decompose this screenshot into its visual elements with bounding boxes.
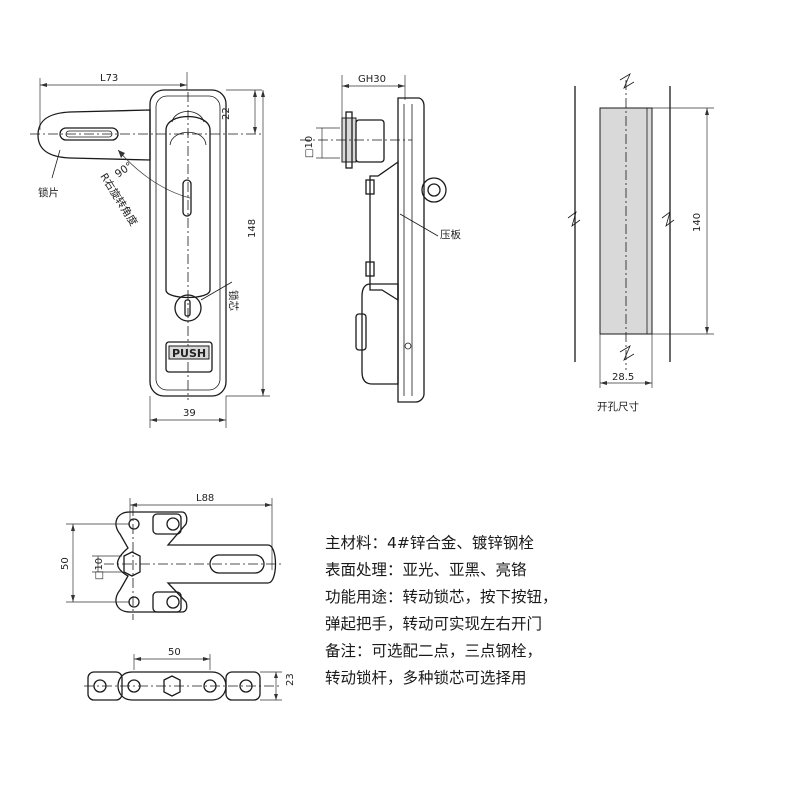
label-cutout: 开孔尺寸 (597, 400, 639, 413)
dim-140: 140 (692, 213, 703, 232)
spec-line-material: 主材料：4#锌合金、镀锌钢栓 (325, 534, 534, 552)
dim-side-square: □10 (304, 136, 315, 158)
spec-line-function: 功能用途：转动锁芯，按下按钮， (325, 588, 558, 606)
dim-28-5: 28.5 (612, 372, 634, 383)
dim-bottom-23: 23 (285, 673, 296, 686)
cutout-view: 140 28.5 开孔尺寸 (567, 73, 714, 413)
spec-line-notes: 备注：可选配二点，三点钢栓， (325, 642, 543, 660)
dim-l88: L88 (196, 493, 214, 504)
dim-l73: L73 (100, 73, 118, 84)
dim-bar-square: □10 (94, 558, 105, 580)
spec-line-notes-cont: 转动锁杆，多种锁芯可选择用 (325, 669, 527, 687)
dim-148: 148 (247, 219, 258, 238)
label-lock-plate: 锁片 (38, 186, 59, 199)
dim-gh30: GH30 (358, 74, 386, 85)
push-label: PUSH (172, 347, 206, 360)
dim-bar-50: 50 (60, 557, 71, 570)
bottom-bar-view: 50 23 (84, 647, 296, 701)
spec-text: 主材料：4#锌合金、镀锌钢栓 表面处理：亚光、亚黑、亮铬 功能用途：转动锁芯，按… (325, 530, 655, 692)
bar-view: L88 50 □10 (60, 493, 284, 620)
dim-22: 22 (221, 107, 232, 120)
angle-90: 90° (113, 160, 135, 181)
dim-39: 39 (183, 408, 196, 419)
side-view: GH30 □10 压板 (300, 74, 461, 403)
dim-bottom-50: 50 (168, 647, 181, 658)
label-lock-core: 锁芯 (227, 290, 240, 311)
label-press-plate: 压板 (440, 228, 461, 241)
front-view: L73 锁片 90° R右旋转角度 锁芯 PUSH (30, 72, 270, 428)
spec-line-function-cont: 弹起把手，转动可实现左右开门 (325, 615, 543, 633)
spec-line-finish: 表面处理：亚光、亚黑、亮铬 (325, 561, 527, 579)
